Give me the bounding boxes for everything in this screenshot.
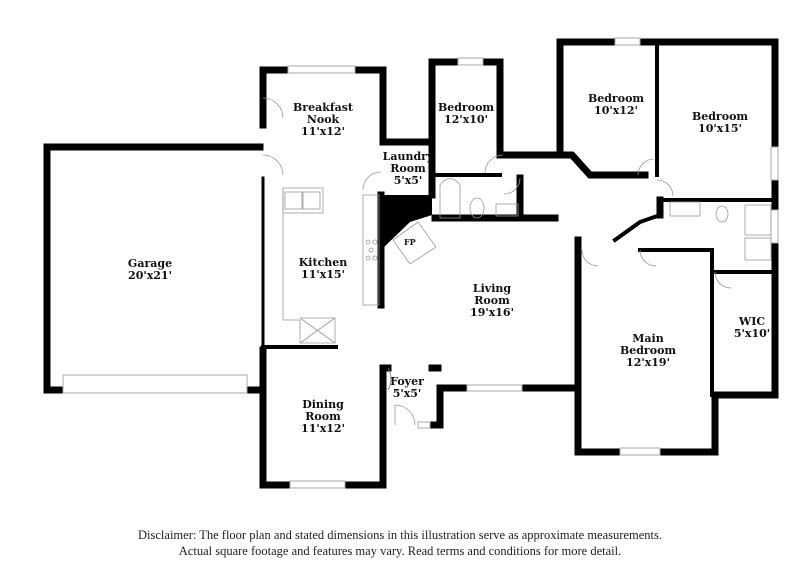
living-size: 19'x16' — [470, 306, 514, 319]
bedroom-right-size: 10'x15' — [698, 122, 742, 135]
garage-label: Garage 20'x21' — [128, 258, 172, 282]
main-bedroom-label: Main Bedroom 12'x19' — [620, 333, 676, 369]
fireplace-label: FP — [404, 237, 416, 247]
living-name-2: Room — [474, 294, 510, 307]
bedroom-mid-label: Bedroom 10'x12' — [588, 93, 644, 117]
breakfast-nook-name-1: Breakfast — [293, 101, 353, 114]
bedroom-mid-size: 10'x12' — [594, 104, 638, 117]
bedroom-small-size: 12'x10' — [444, 113, 488, 126]
bedroom-small-label: Bedroom 12'x10' — [438, 102, 494, 126]
garage-name: Garage — [127, 257, 173, 270]
kitchen-name: Kitchen — [298, 256, 348, 269]
laundry-name-1: Laundry — [382, 150, 434, 163]
main-bedroom-name-1: Main — [632, 332, 664, 345]
wic-size: 5'x10' — [733, 327, 771, 340]
foyer-size: 5'x5' — [392, 387, 422, 400]
living-room-label: Living Room 19'x16' — [470, 283, 514, 319]
garage-size: 20'x21' — [128, 269, 172, 282]
dining-name-2: Room — [305, 410, 341, 423]
floor-plan — [43, 37, 779, 489]
breakfast-nook-size: 11'x12' — [301, 125, 345, 138]
dining-name-1: Dining — [302, 398, 344, 411]
bedroom-mid-name: Bedroom — [587, 92, 645, 105]
bedroom-small-name: Bedroom — [437, 101, 495, 114]
wic-label: WIC 5'x10' — [734, 316, 770, 340]
foyer-label: Foyer 5'x5' — [390, 376, 424, 400]
laundry-room-label: Laundry Room 5'x5' — [383, 151, 434, 187]
kitchen-size: 11'x15' — [301, 268, 345, 281]
windows — [62, 37, 779, 489]
main-bedroom-size: 12'x19' — [626, 356, 670, 369]
living-name-1: Living — [472, 282, 512, 295]
fixtures — [262, 97, 772, 426]
foyer-name: Foyer — [390, 375, 424, 388]
dining-size: 11'x12' — [301, 422, 345, 435]
laundry-size: 5'x5' — [393, 174, 423, 187]
laundry-name-2: Room — [390, 162, 426, 175]
breakfast-nook-label: Breakfast Nook 11'x12' — [293, 102, 353, 138]
disclaimer-line-1: Disclaimer: The floor plan and stated di… — [138, 528, 662, 542]
disclaimer-line-2: Actual square footage and features may v… — [178, 544, 622, 558]
kitchen-label: Kitchen 11'x15' — [299, 257, 348, 281]
walls — [43, 38, 779, 489]
main-bedroom-name-2: Bedroom — [619, 344, 677, 357]
bedroom-right-label: Bedroom 10'x15' — [692, 111, 748, 135]
breakfast-nook-name-2: Nook — [306, 113, 340, 126]
disclaimer: Disclaimer: The floor plan and stated di… — [0, 527, 800, 559]
dining-room-label: Dining Room 11'x12' — [301, 399, 345, 435]
wic-name: WIC — [738, 315, 766, 328]
bedroom-right-name: Bedroom — [691, 110, 749, 123]
